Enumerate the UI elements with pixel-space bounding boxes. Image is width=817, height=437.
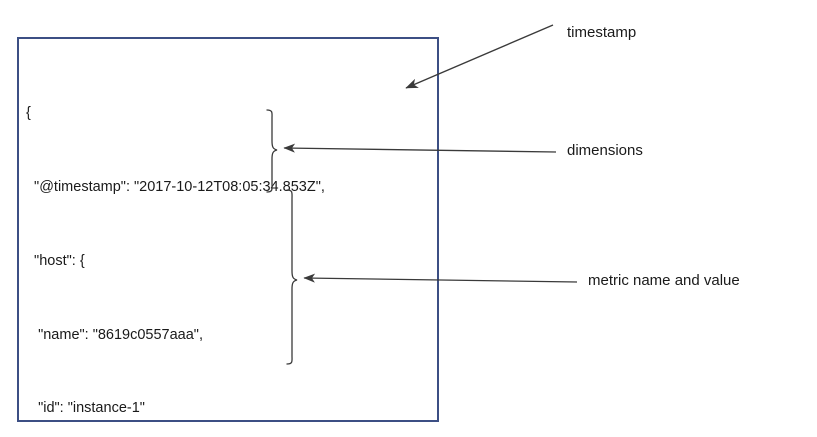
json-line-host-open: "host": { — [26, 252, 85, 269]
annotation-label-timestamp: timestamp — [567, 24, 637, 41]
json-line: { — [26, 105, 31, 122]
annotation-label-metric: metric name and value — [588, 272, 740, 289]
json-line-timestamp: "@timestamp": "2017-10-12T08:05:34.853Z"… — [26, 178, 325, 195]
json-line-host-id: "id": "instance-1" — [26, 400, 145, 417]
annotation-label-dimensions: dimensions — [567, 142, 643, 159]
json-line-host-name: "name": "8619c0557aaa", — [26, 326, 203, 343]
json-document-code: { "@timestamp": "2017-10-12T08:05:34.853… — [26, 52, 446, 437]
json-document-box — [17, 37, 439, 422]
